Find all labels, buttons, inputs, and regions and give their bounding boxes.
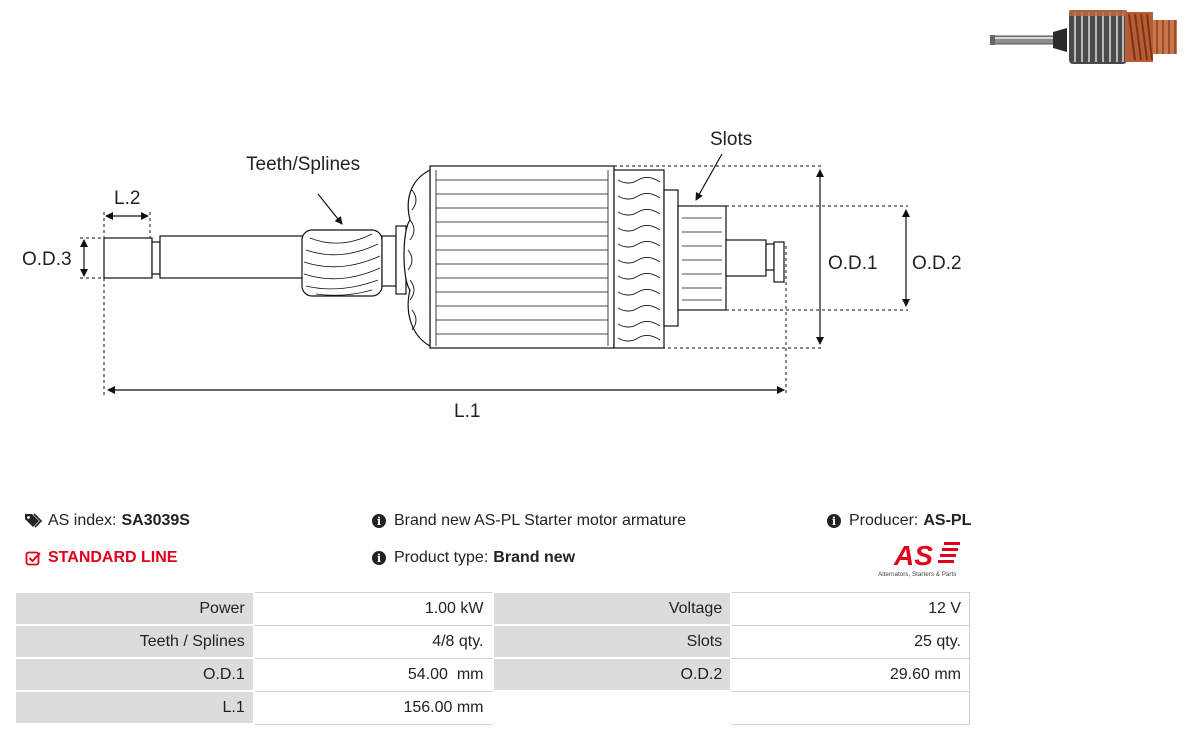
logo-tagline: Alternators, Starters & Parts: [878, 571, 956, 578]
spec-value: 12 V: [730, 591, 971, 626]
spec-label: O.D.1: [14, 657, 255, 692]
info-circle-icon: i: [370, 512, 388, 530]
spec-label: L.1: [14, 690, 255, 725]
product-thumbnail[interactable]: [985, 2, 1190, 70]
label-od3: O.D.3: [22, 249, 72, 270]
standard-line-row: STANDARD LINE: [24, 549, 177, 567]
rear-shaft: [725, 239, 767, 277]
table-row: O.D.1 54.00 mm O.D.2 29.60 mm: [14, 657, 971, 692]
product-type-row: i Product type: Brand new: [370, 549, 575, 567]
as-index-value: SA3039S: [121, 512, 190, 529]
shaft-tip: [103, 237, 153, 279]
core: [429, 165, 615, 349]
tags-icon: [24, 512, 42, 530]
as-pl-logo: AS Alternators, Starters & Parts: [878, 540, 960, 578]
label-od2: O.D.2: [912, 253, 962, 274]
table-row: Teeth / Splines 4/8 qty. Slots 25 qty.: [14, 624, 971, 659]
label-teeth-splines: Teeth/Splines: [246, 154, 360, 175]
spec-label: Voltage: [491, 591, 733, 626]
spec-label: Power: [14, 591, 255, 626]
spec-value: 25 qty.: [730, 624, 971, 659]
check-square-icon: [24, 549, 42, 567]
product-description: Brand new AS-PL Starter motor armature: [394, 512, 686, 529]
description-row: i Brand new AS-PL Starter motor armature: [370, 512, 686, 530]
spec-label: [491, 690, 733, 725]
table-row: Power 1.00 kW Voltage 12 V: [14, 591, 971, 626]
label-slots: Slots: [710, 129, 752, 150]
spec-label: O.D.2: [491, 657, 733, 692]
spec-label: Teeth / Splines: [14, 624, 255, 659]
armature-diagram: Teeth/Splines Slots L.2 O.D.3 O.D.1 O.D.…: [22, 129, 962, 422]
standard-line-label: STANDARD LINE: [48, 549, 178, 566]
commutator: [677, 205, 727, 311]
as-index-row: AS index: SA3039S: [24, 512, 190, 530]
as-index-label: AS index:: [48, 512, 117, 529]
table-row: L.1 156.00 mm: [14, 690, 971, 725]
spec-value: 156.00 mm: [253, 690, 493, 725]
spec-value: 54.00 mm: [253, 657, 493, 692]
shaft: [159, 235, 305, 279]
info-circle-icon: i: [370, 549, 388, 567]
splines-gear: [301, 229, 383, 297]
label-od1: O.D.1: [828, 253, 878, 274]
specs-table: Power 1.00 kW Voltage 12 V Teeth / Splin…: [14, 591, 971, 725]
producer-value: AS-PL: [923, 512, 972, 529]
label-l1: L.1: [454, 401, 480, 422]
svg-text:AS: AS: [893, 540, 933, 571]
label-l2: L.2: [114, 188, 140, 209]
spec-label: Slots: [491, 624, 733, 659]
product-type-label: Product type:: [394, 549, 489, 566]
spec-value: 1.00 kW: [253, 591, 493, 626]
product-type-value: Brand new: [493, 549, 576, 566]
producer-label: Producer:: [849, 512, 919, 529]
info-circle-icon: i: [825, 512, 843, 530]
spec-value: 29.60 mm: [730, 657, 971, 692]
spec-value: 4/8 qty.: [253, 624, 493, 659]
spec-value: [730, 690, 971, 725]
winding-left: [403, 169, 431, 348]
producer-row: i Producer: AS-PL: [825, 512, 971, 530]
